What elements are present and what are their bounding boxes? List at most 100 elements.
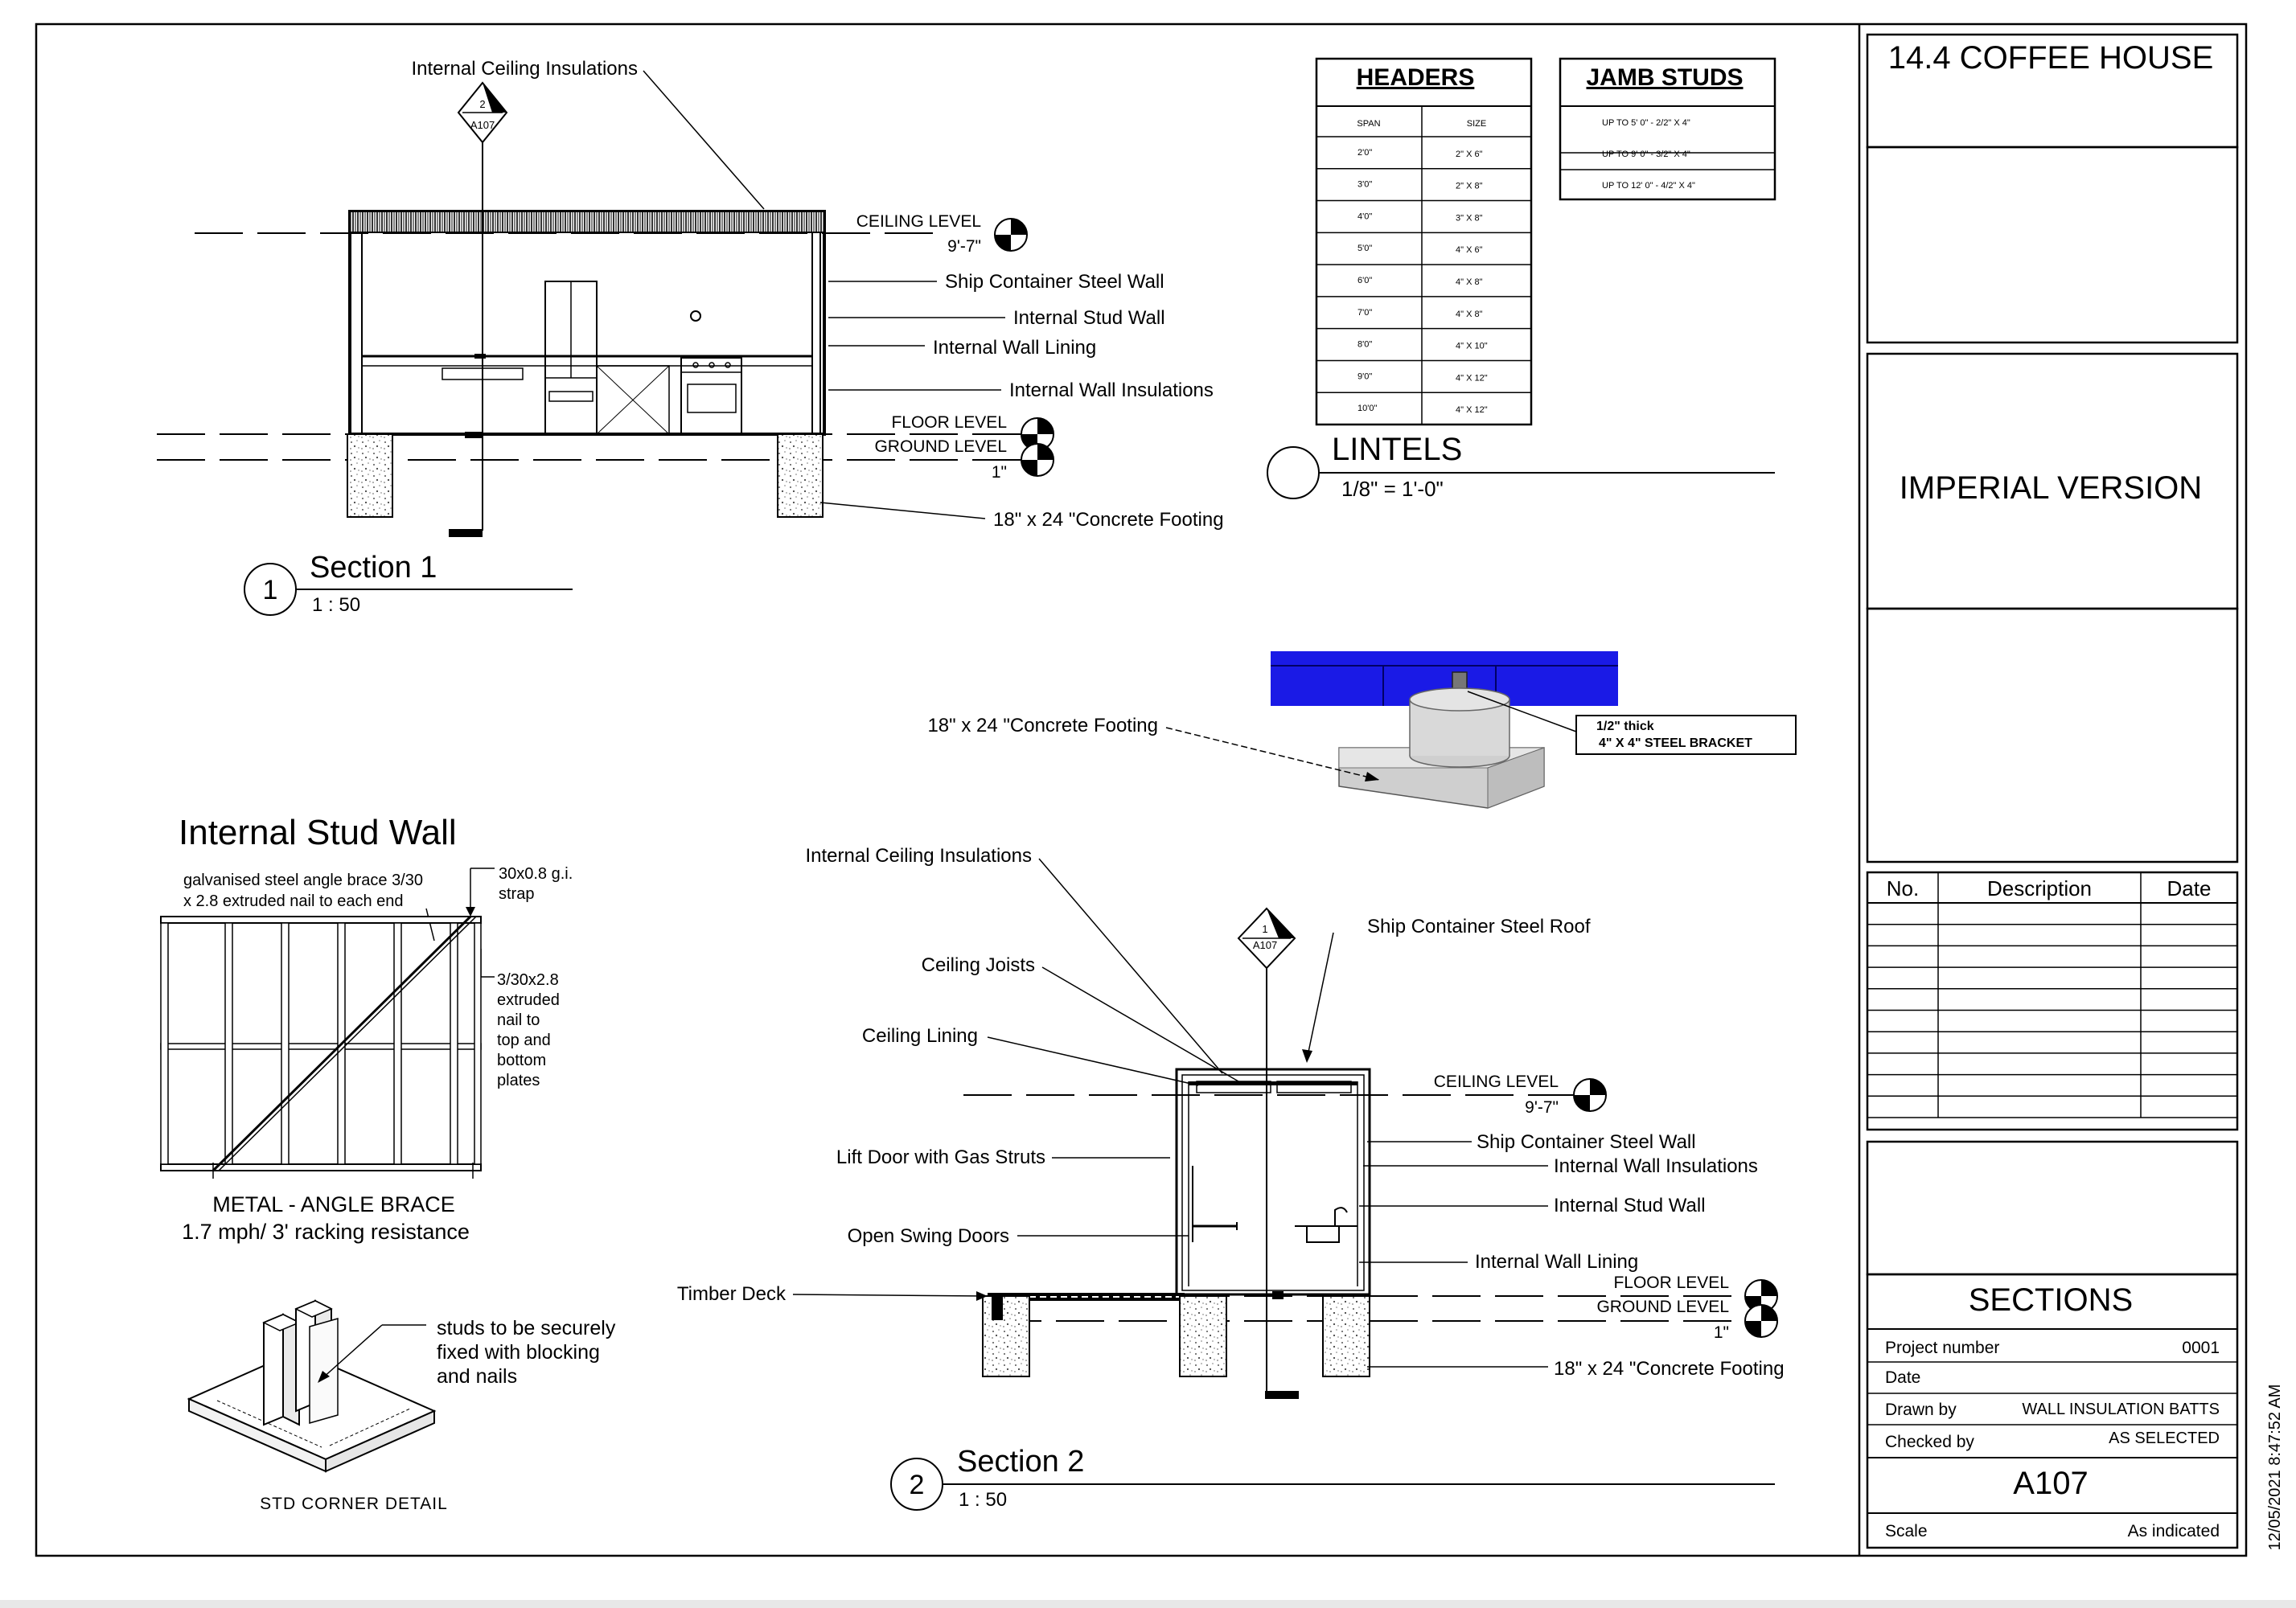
headers-size-cell: 4" X 8" bbox=[1456, 277, 1483, 287]
revision-no-header: No. bbox=[1887, 876, 1919, 900]
s2-label-steel-roof: Ship Container Steel Roof bbox=[1367, 916, 1591, 937]
revision-date-header: Date bbox=[2167, 876, 2212, 900]
footing-detail-label: 18" x 24 "Concrete Footing bbox=[927, 715, 1158, 736]
corner-note: fixed with blocking bbox=[437, 1341, 600, 1364]
section-2: 1 A107 CEILING LEVEL 9'-7" FLOOR LEVEL G… bbox=[677, 845, 1785, 1511]
stud bbox=[224, 922, 233, 1165]
revision-description-header: Description bbox=[1987, 876, 2092, 900]
checked-by-label: Checked by bbox=[1885, 1433, 1974, 1451]
headers-size-cell: 3" X 8" bbox=[1456, 213, 1483, 223]
stud-wall-note-strap-1: 30x0.8 g.i. bbox=[499, 865, 573, 883]
section-2-callout-sheet: A107 bbox=[1253, 939, 1277, 951]
section-1: 2 A107 CEILING LEVEL 9'-7" FLOOR LEVEL G… bbox=[157, 58, 1224, 616]
headers-span-cell: 9'0" bbox=[1357, 371, 1372, 381]
stud-wall-note-brace-2: x 2.8 extruded nail to each end bbox=[183, 892, 404, 910]
s2-label-ceiling-joists: Ceiling Joists bbox=[922, 954, 1035, 976]
headers-span-cell: 5'0" bbox=[1357, 244, 1372, 253]
stud bbox=[450, 922, 458, 1165]
headers-size-cell: 4" X 10" bbox=[1456, 342, 1488, 351]
stud-wall-note-nail: top and bbox=[497, 1032, 551, 1049]
corner-detail: studs to be securely fixed with blocking… bbox=[187, 1299, 616, 1513]
section-2-floor-level: FLOOR LEVEL bbox=[1613, 1274, 1729, 1292]
headers-size-cell: 4" X 6" bbox=[1456, 245, 1483, 255]
lintels-scale: 1/8" = 1'-0" bbox=[1341, 477, 1444, 501]
s1-label-wall-lining: Internal Wall Lining bbox=[933, 337, 1096, 359]
section-2-ground-offset: 1" bbox=[1714, 1323, 1729, 1342]
s2-label-swing-doors: Open Swing Doors bbox=[848, 1225, 1009, 1247]
s2-label-ceiling-insulation: Internal Ceiling Insulations bbox=[806, 845, 1033, 867]
scale-value: As indicated bbox=[2128, 1522, 2220, 1540]
section-1-ground-level: GROUND LEVEL bbox=[874, 437, 1007, 456]
section-2-callout-number: 1 bbox=[1262, 923, 1267, 935]
sheet-number: A107 bbox=[2013, 1466, 2088, 1501]
section-1-floor-level: FLOOR LEVEL bbox=[891, 413, 1007, 432]
s2-label-timber-deck: Timber Deck bbox=[677, 1283, 787, 1305]
headers-span-cell: 4'0" bbox=[1357, 211, 1372, 221]
lintels-heading: LINTELS bbox=[1332, 432, 1462, 467]
revisions-table: No. Description Date bbox=[1866, 871, 2239, 1131]
version-label: IMPERIAL VERSION bbox=[1900, 470, 2202, 506]
corner-note: and nails bbox=[437, 1365, 517, 1388]
stud bbox=[474, 922, 482, 1165]
stud-wall-caption-1: METAL - ANGLE BRACE bbox=[212, 1192, 455, 1216]
stud bbox=[160, 922, 169, 1165]
headers-span-cell: 2'0" bbox=[1357, 148, 1372, 158]
headers-col-size: SIZE bbox=[1467, 119, 1486, 129]
section-1-ceiling-height: 9'-7" bbox=[947, 237, 981, 256]
drawn-by-value: WALL INSULATION BATTS bbox=[2022, 1401, 2220, 1418]
bracket-label-thickness: 1/2" thick bbox=[1596, 720, 1654, 733]
section-1-callout: 2 A107 bbox=[457, 81, 508, 144]
headers-span-cell: 6'0" bbox=[1357, 276, 1372, 285]
section-2-ground-marker bbox=[1744, 1304, 1778, 1338]
section-2-title: Section 2 bbox=[957, 1445, 1084, 1479]
section-2-ceiling-height: 9'-7" bbox=[1525, 1098, 1559, 1117]
stud-wall-note-nail: bottom bbox=[497, 1052, 546, 1069]
drawing-border bbox=[35, 23, 2248, 1557]
section-1-callout-sheet: A107 bbox=[470, 119, 495, 131]
headers-size-cell: 2" X 6" bbox=[1456, 150, 1483, 159]
section-1-title: Section 1 bbox=[310, 551, 437, 585]
section-2-ground-level: GROUND LEVEL bbox=[1596, 1298, 1729, 1316]
section-2-ceiling-marker bbox=[1573, 1078, 1607, 1112]
section-1-ceiling-level: CEILING LEVEL bbox=[856, 212, 981, 231]
s2-label-steel-wall: Ship Container Steel Wall bbox=[1477, 1131, 1696, 1153]
s2-label-ceiling-lining: Ceiling Lining bbox=[862, 1025, 978, 1047]
s2-label-lift-door: Lift Door with Gas Struts bbox=[836, 1147, 1045, 1168]
s2-label-stud-wall: Internal Stud Wall bbox=[1554, 1195, 1706, 1216]
jamb-table-title: JAMB STUDS bbox=[1586, 64, 1743, 91]
section-2-callout: 1 A107 bbox=[1237, 907, 1296, 970]
section-1-ground-offset: 1" bbox=[992, 463, 1007, 482]
sheet-name: SECTIONS bbox=[1969, 1282, 2133, 1318]
section-2-scale: 1 : 50 bbox=[959, 1489, 1007, 1511]
headers-size-cell: 4" X 12" bbox=[1456, 373, 1488, 383]
corner-note: studs to be securely bbox=[437, 1317, 616, 1339]
project-number-value: 0001 bbox=[2182, 1339, 2220, 1357]
lintels-title: LINTELS 1/8" = 1'-0" bbox=[1267, 432, 1775, 501]
section-1-callout-number: 2 bbox=[479, 98, 485, 110]
section-1-number: 1 bbox=[263, 575, 278, 605]
headers-table-title: HEADERS bbox=[1357, 64, 1475, 91]
stud bbox=[281, 922, 290, 1165]
headers-span-cell: 3'0" bbox=[1357, 180, 1372, 190]
s1-label-footing: 18" x 24 "Concrete Footing bbox=[993, 509, 1224, 531]
headers-size-cell: 2" X 8" bbox=[1456, 182, 1483, 191]
corner-caption: STD CORNER DETAIL bbox=[260, 1495, 448, 1513]
drawn-by-label: Drawn by bbox=[1885, 1401, 1957, 1419]
headers-size-cell: 4" X 8" bbox=[1456, 310, 1483, 319]
s2-label-footing: 18" x 24 "Concrete Footing bbox=[1554, 1358, 1785, 1380]
project-name: 14.4 COFFEE HOUSE bbox=[1888, 40, 2214, 76]
timestamp: 12/05/2021 8:47:52 AM bbox=[2266, 1384, 2284, 1551]
stud-wall-note-brace-1: galvanised steel angle brace 3/30 bbox=[183, 872, 423, 889]
stud-wall-title: Internal Stud Wall bbox=[179, 813, 457, 852]
s2-label-wall-lining: Internal Wall Lining bbox=[1475, 1251, 1638, 1273]
s1-label-steel-wall: Ship Container Steel Wall bbox=[945, 271, 1164, 293]
headers-size-cell: 4" X 12" bbox=[1456, 405, 1488, 415]
headers-table: HEADERS SPAN SIZE 2'0"2" X 6"3'0"2" X 8"… bbox=[1315, 57, 1533, 426]
s1-label-stud-wall: Internal Stud Wall bbox=[1013, 307, 1165, 329]
title-block: 14.4 COFFEE HOUSE IMPERIAL VERSION No. D… bbox=[1866, 33, 2239, 1549]
stud-wall-note-nail: extruded bbox=[497, 991, 560, 1009]
section-2-ceiling-level: CEILING LEVEL bbox=[1434, 1073, 1559, 1091]
jamb-row: UP TO 12' 0" - 4/2" X 4" bbox=[1602, 181, 1695, 191]
stud-wall-note-nail: 3/30x2.8 bbox=[497, 971, 559, 989]
headers-span-cell: 10'0" bbox=[1357, 404, 1377, 413]
